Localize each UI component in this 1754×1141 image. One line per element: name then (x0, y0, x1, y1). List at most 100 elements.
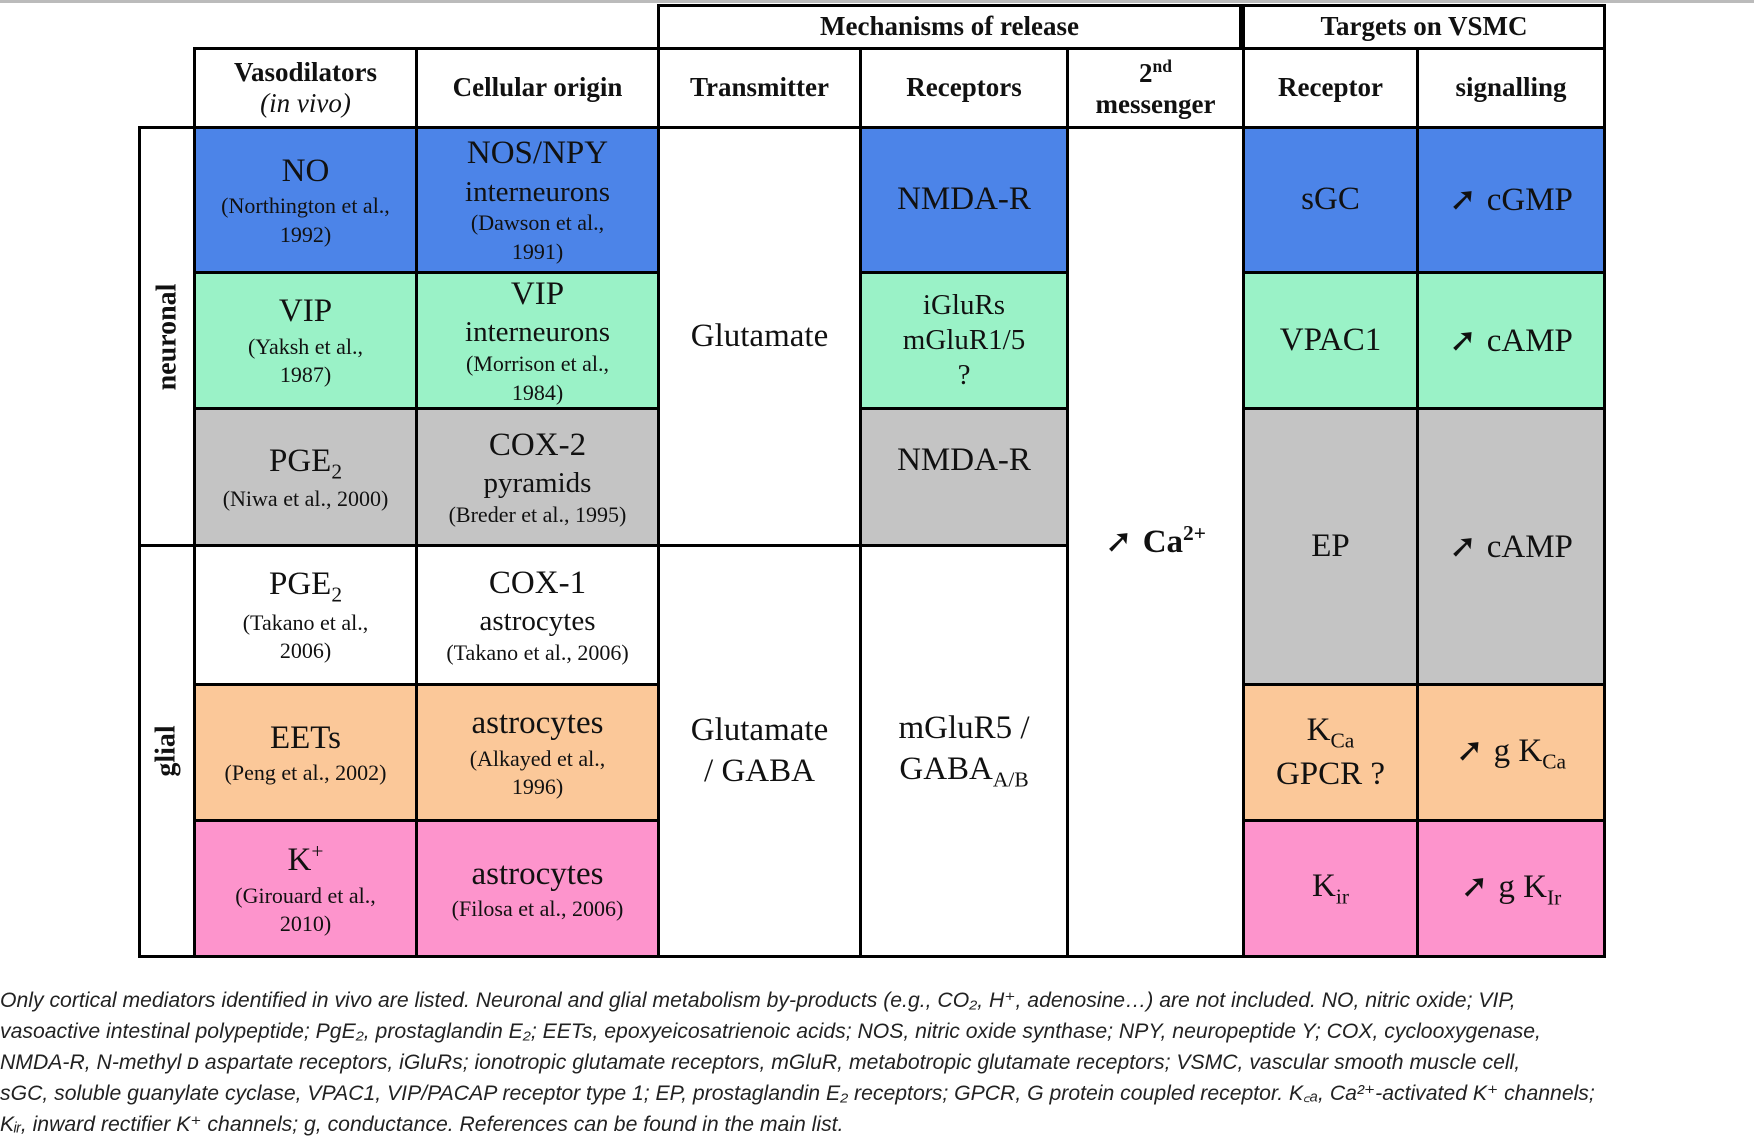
cell-vip-receptors: iGluRs mGluR1/5 ? (859, 271, 1069, 410)
reference-text: (Takano et al., (242, 609, 369, 635)
cell-pge2-neuronal-vasodilator: PGE2 (Niwa et al., 2000) (193, 407, 418, 547)
header-text: Vasodilators (233, 56, 378, 87)
receptor-text: mGluR5 / (898, 710, 1030, 747)
reference-text: 1992) (279, 221, 332, 247)
reference-text: 1987) (279, 362, 332, 388)
header-vasodilators: Vasodilators (in vivo) (193, 47, 418, 129)
reference-text: (Peng et al., 2002) (224, 759, 387, 785)
header-text: 2 (1138, 57, 1153, 88)
origin-type: interneurons (465, 316, 610, 349)
caption-line: NMDA-R, N-methyl ᴅ aspartate receptors, … (0, 1051, 1521, 1074)
header-text: signalling (1455, 72, 1567, 103)
cell-vip-signalling: ➚cAMP (1416, 271, 1606, 410)
reference-text: 2010) (279, 911, 332, 937)
cell-no-vasodilator: NO (Northington et al., 1992) (193, 126, 418, 274)
receptor-text: ? (957, 358, 971, 391)
receptor-sub: ir (1335, 884, 1349, 909)
receptor-text: NMDA-R (897, 181, 1031, 218)
cell-vip-vasodilator: VIP (Yaksh et al., 1987) (193, 271, 418, 410)
receptor-text: K (1312, 868, 1336, 905)
group-glial-cell (138, 544, 196, 958)
header-receptor: Receptor (1242, 47, 1419, 129)
origin-name: astrocytes (471, 705, 604, 742)
reference-text: 1996) (511, 774, 564, 800)
receptor-text: K (1306, 711, 1331, 748)
cell-vip-target-receptor: VPAC1 (1242, 271, 1419, 410)
messenger-text: Ca (1142, 524, 1184, 561)
origin-name: astrocytes (471, 855, 604, 892)
caption-line: sGC, soluble guanylate cyclase, VPAC1, V… (0, 1082, 1595, 1105)
vasodilator-name: EETs (269, 719, 341, 756)
vasodilator-sub: 2 (331, 459, 343, 484)
cell-pge2-glial-vasodilator: PGE2 (Takano et al., 2006) (193, 544, 418, 686)
reference-text: (Yaksh et al., (247, 333, 364, 359)
reference-text: 1984) (511, 379, 564, 405)
receptor-text: GPCR ? (1275, 756, 1386, 793)
cell-pge2-neuronal-origin: COX-2 pyramids (Breder et al., 1995) (415, 407, 660, 547)
origin-type: astrocytes (479, 604, 596, 637)
transmitter-text: / GABA (704, 753, 815, 789)
origin-name: NOS/NPY (466, 135, 609, 172)
up-arrow-icon: ➚ (1449, 179, 1477, 219)
reference-text: (Dawson et al., (470, 210, 605, 236)
header-text: Targets on VSMC (1320, 11, 1528, 42)
cell-k-signalling: ➚g KIr (1416, 819, 1606, 958)
receptor-text: mGluR1/5 (902, 324, 1026, 357)
signal-text: cAMP (1486, 528, 1573, 565)
header-text: Receptors (906, 72, 1022, 103)
vasodilator-sub: 2 (331, 582, 343, 607)
header-mechanisms-of-release: Mechanisms of release (657, 4, 1242, 50)
cell-no-receptors: NMDA-R (859, 126, 1069, 274)
vasodilator-name: NO (281, 152, 330, 189)
cell-no-origin: NOS/NPY interneurons (Dawson et al., 199… (415, 126, 660, 274)
reference-text: (Alkayed et al., (469, 745, 606, 771)
reference-text: 1991) (511, 239, 564, 265)
origin-type: interneurons (465, 175, 610, 208)
reference-text: (Niwa et al., 2000) (222, 485, 389, 511)
transmitter-text: Glutamate (690, 711, 829, 748)
cell-second-messenger: ➚Ca2+ (1066, 126, 1245, 958)
group-glial-label: glial (138, 544, 196, 958)
caption-line: Kᵢᵣ, inward rectifier K⁺ channels; g, co… (0, 1113, 844, 1136)
cell-eets-target-receptor: KCa GPCR ? (1242, 683, 1419, 822)
receptor-sub: A/B (992, 768, 1029, 793)
reference-text: (Takano et al., 2006) (446, 639, 629, 665)
up-arrow-icon: ➚ (1449, 525, 1477, 565)
caption-line: Only cortical mediators identified in vi… (0, 989, 1516, 1012)
group-neuronal-label: neuronal (138, 126, 196, 547)
origin-name: COX-1 (488, 564, 587, 601)
origin-name: VIP (510, 275, 565, 312)
cell-k-vasodilator: K+ (Girouard et al., 2010) (193, 819, 418, 958)
vasodilator-name: K (287, 842, 312, 879)
receptor-sub: Ca (1330, 728, 1355, 753)
cell-pge2-signalling: ➚cAMP (1416, 407, 1606, 686)
cell-no-target-receptor: sGC (1242, 126, 1419, 274)
cell-vip-origin: VIP interneurons (Morrison et al., 1984) (415, 271, 660, 410)
reference-text: 2006) (279, 638, 332, 664)
header-transmitter: Transmitter (657, 47, 862, 129)
header-text: messenger (1095, 89, 1216, 119)
caption-line: vasoactive intestinal polypeptide; PgE₂,… (0, 1020, 1541, 1043)
header-subtext: (in vivo) (260, 88, 351, 118)
cell-eets-origin: astrocytes (Alkayed et al., 1996) (415, 683, 660, 822)
reference-text: (Northington et al., (221, 193, 390, 219)
origin-type: pyramids (483, 466, 592, 499)
header-second-messenger: 2nd messenger (1066, 47, 1245, 129)
header-targets-on-vsmc: Targets on VSMC (1242, 4, 1606, 50)
cell-transmitter-neuronal: Glutamate (657, 126, 862, 547)
group-label-text: glial (151, 725, 182, 777)
header-signalling: signalling (1416, 47, 1606, 129)
group-label-text: neuronal (151, 283, 183, 390)
vasodilator-name: PGE (268, 442, 332, 479)
reference-text: (Girouard et al., (235, 882, 376, 908)
receptor-text: iGluRs (922, 289, 1006, 322)
receptor-text: sGC (1301, 181, 1360, 218)
signal-text: g K (1493, 733, 1543, 770)
cell-pge2-glial-origin: COX-1 astrocytes (Takano et al., 2006) (415, 544, 660, 686)
signal-text: g K (1498, 869, 1547, 906)
up-arrow-icon: ➚ (1460, 866, 1489, 906)
header-sup: nd (1152, 55, 1172, 76)
receptor-text: VPAC1 (1279, 321, 1382, 358)
header-text: Cellular origin (452, 72, 623, 103)
signal-sub: Ir (1546, 885, 1562, 910)
